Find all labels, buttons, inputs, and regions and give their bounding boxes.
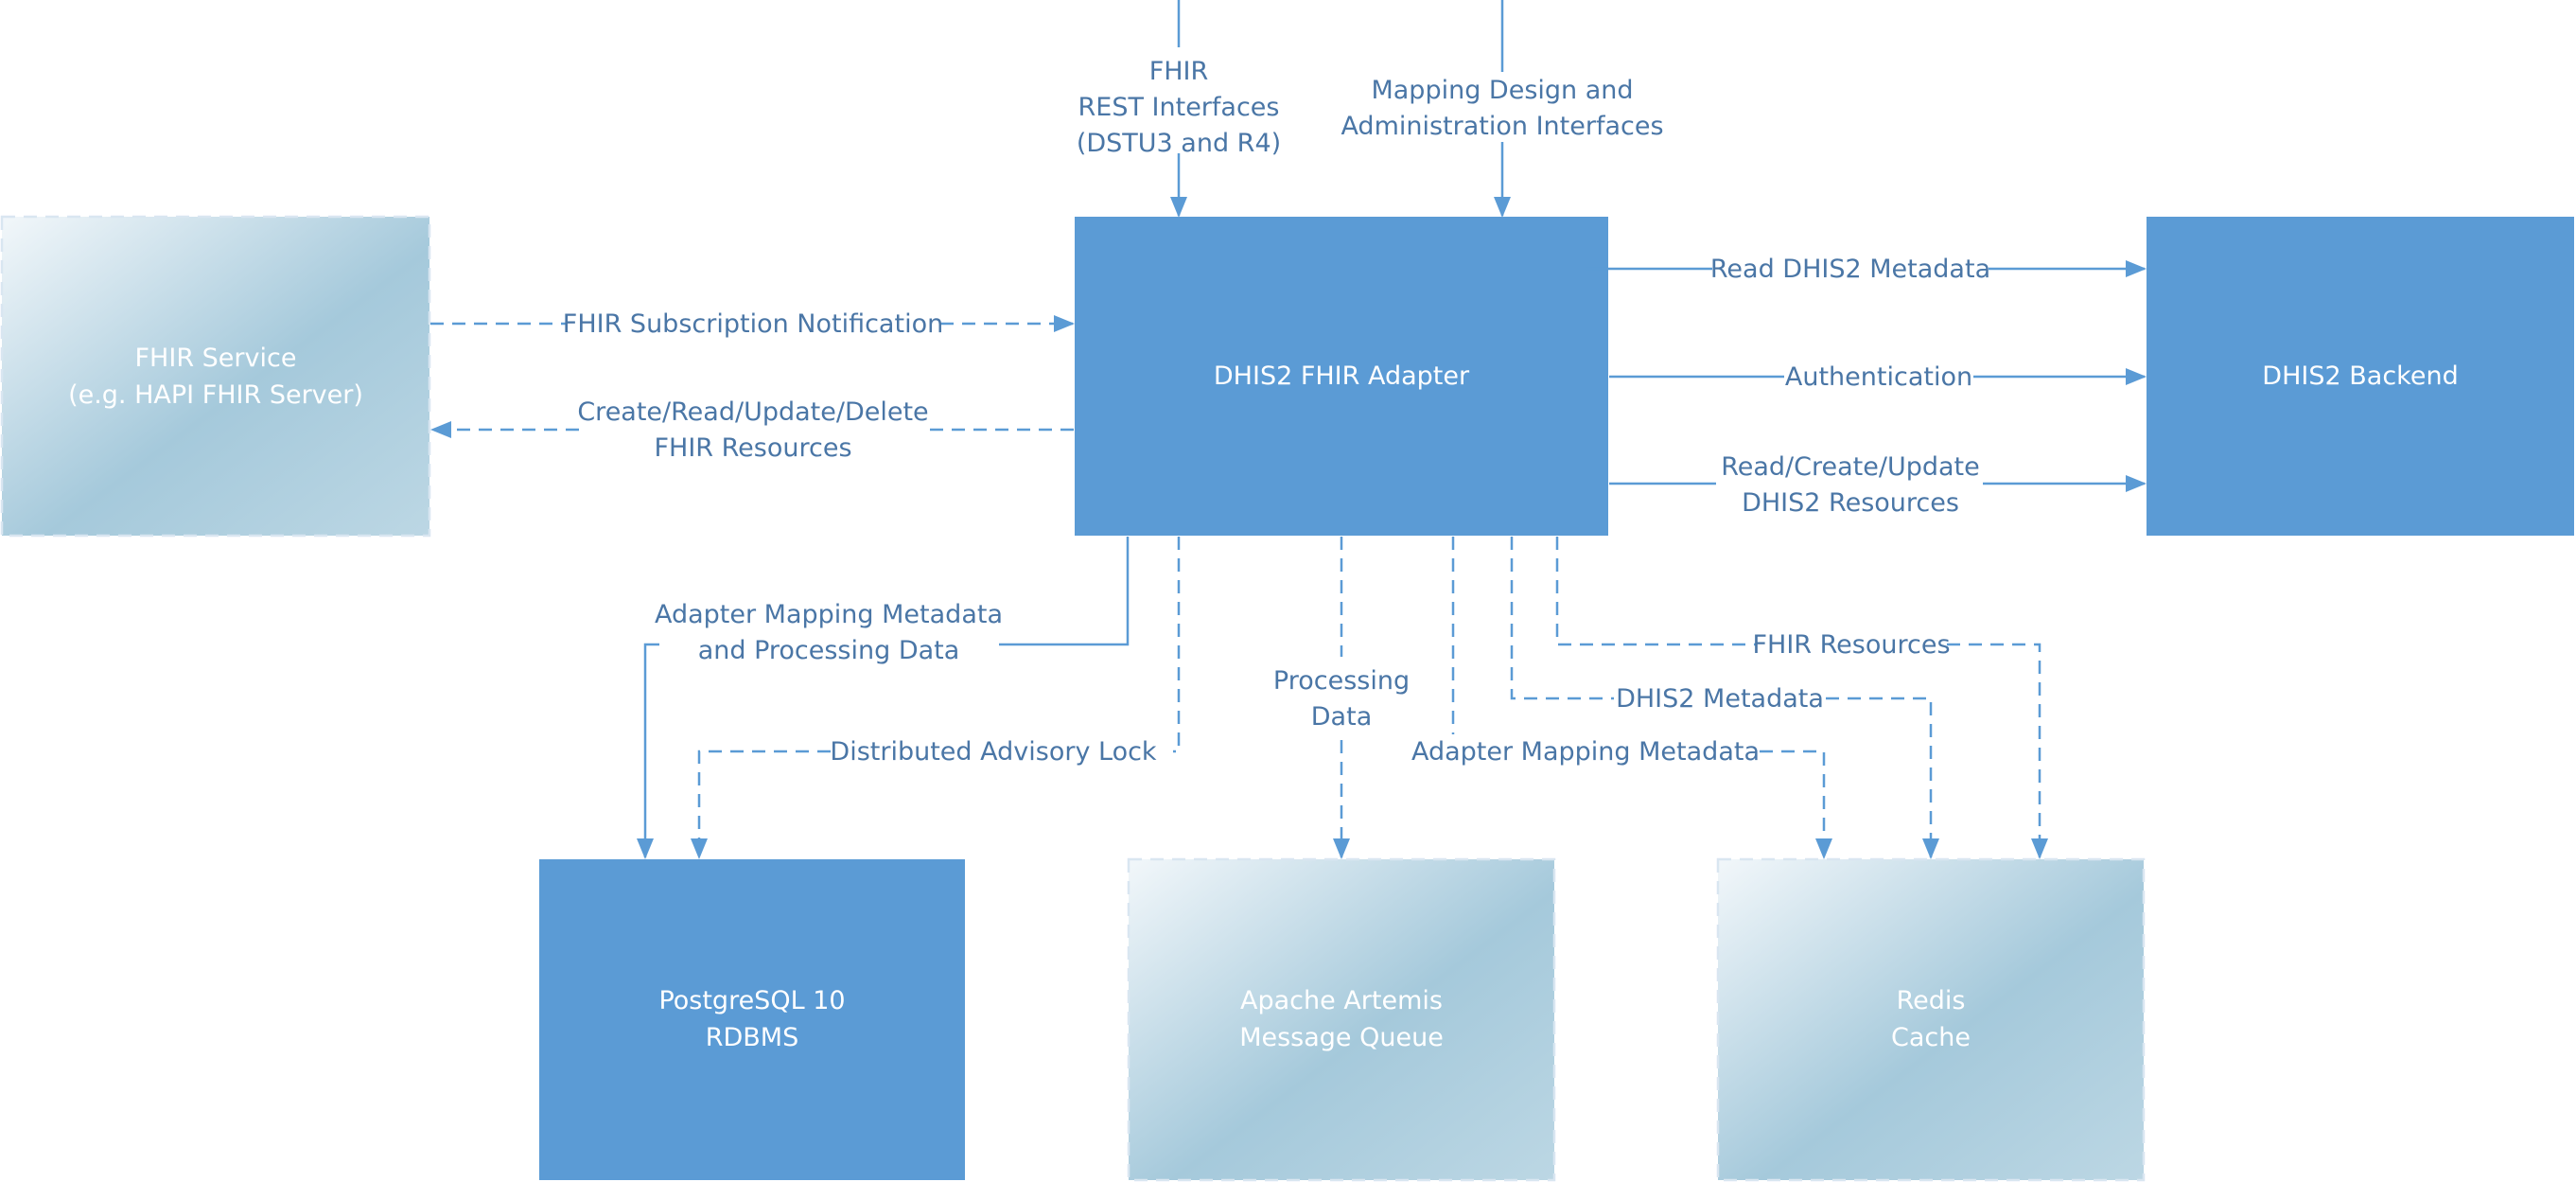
connector-fhir-resources: FHIR Resources [1555,537,2048,859]
mapping-design-label-line-2: Administration Interfaces [1341,112,1663,141]
fhir-service-box: FHIR Service (e.g. HAPI FHIR Server) [0,215,431,538]
connector-subscription-notification: FHIR Subscription Notification [430,309,1075,339]
fhir-resources-label: FHIR Resources [1752,630,1950,660]
processing-data-label-line-1: Processing [1273,666,1410,696]
dhis2-fhir-adapter-box: DHIS2 FHIR Adapter [1075,217,1608,536]
connector-mapping-design: Mapping Design and Administration Interf… [1341,0,1664,218]
connector-authentication: Authentication [1609,362,2147,392]
read-metadata-label: Read DHIS2 Metadata [1710,255,1990,284]
authentication-label: Authentication [1785,362,1972,392]
fhir-service-title-line-1: FHIR Service [135,344,297,373]
connector-processing-data: Processing Data [1273,537,1410,859]
crud-fhir-label-line-1: Create/Read/Update/Delete [577,397,928,427]
subscription-label: FHIR Subscription Notification [563,309,943,339]
fhir-rest-label-line-2: REST Interfaces [1078,93,1280,122]
adapter-mapping-processing-label-line-2: and Processing Data [698,636,960,665]
connector-dhis2-metadata: DHIS2 Metadata [1510,537,1939,859]
adapter-mapping-processing-label-line-1: Adapter Mapping Metadata [655,600,1003,629]
connector-advisory-lock: Distributed Advisory Lock [691,537,1181,859]
postgresql-box: PostgreSQL 10 RDBMS [539,859,965,1180]
fhir-service-title-line-2: (e.g. HAPI FHIR Server) [68,380,363,410]
fhir-rest-label-line-1: FHIR [1149,57,1209,86]
read-create-update-label-line-1: Read/Create/Update [1721,452,1980,482]
redis-title-line-2: Cache [1891,1023,1971,1052]
postgresql-title-line-1: PostgreSQL 10 [658,986,845,1015]
crud-fhir-label-line-2: FHIR Resources [654,433,851,463]
dhis2-metadata-label: DHIS2 Metadata [1616,684,1824,714]
processing-data-label-line-2: Data [1311,702,1372,732]
connector-adapter-mapping-metadata: Adapter Mapping Metadata [1411,537,1832,859]
connector-read-create-update: Read/Create/Update DHIS2 Resources [1609,452,2147,518]
adapter-mapping-metadata-label: Adapter Mapping Metadata [1411,737,1760,767]
adapter-title: DHIS2 FHIR Adapter [1214,362,1470,391]
artemis-title-line-2: Message Queue [1239,1023,1444,1052]
mapping-design-label-line-1: Mapping Design and [1371,76,1633,105]
dhis2-backend-title: DHIS2 Backend [2262,362,2458,391]
redis-box: Redis Cache [1716,857,2146,1182]
connector-fhir-rest: FHIR REST Interfaces (DSTU3 and R4) [1077,0,1281,218]
connector-read-metadata: Read DHIS2 Metadata [1586,255,2147,284]
postgresql-title-line-2: RDBMS [706,1023,799,1052]
connector-crud-fhir: Create/Read/Update/Delete FHIR Resources [430,397,1074,463]
artemis-title-line-1: Apache Artemis [1240,986,1443,1015]
dhis2-backend-box: DHIS2 Backend [2147,217,2574,536]
redis-title-line-1: Redis [1897,986,1966,1015]
connector-adapter-mapping-processing: Adapter Mapping Metadata and Processing … [637,537,1130,859]
advisory-lock-label: Distributed Advisory Lock [830,737,1157,767]
apache-artemis-box: Apache Artemis Message Queue [1127,857,1556,1182]
read-create-update-label-line-2: DHIS2 Resources [1742,488,1959,518]
fhir-rest-label-line-3: (DSTU3 and R4) [1077,129,1281,158]
